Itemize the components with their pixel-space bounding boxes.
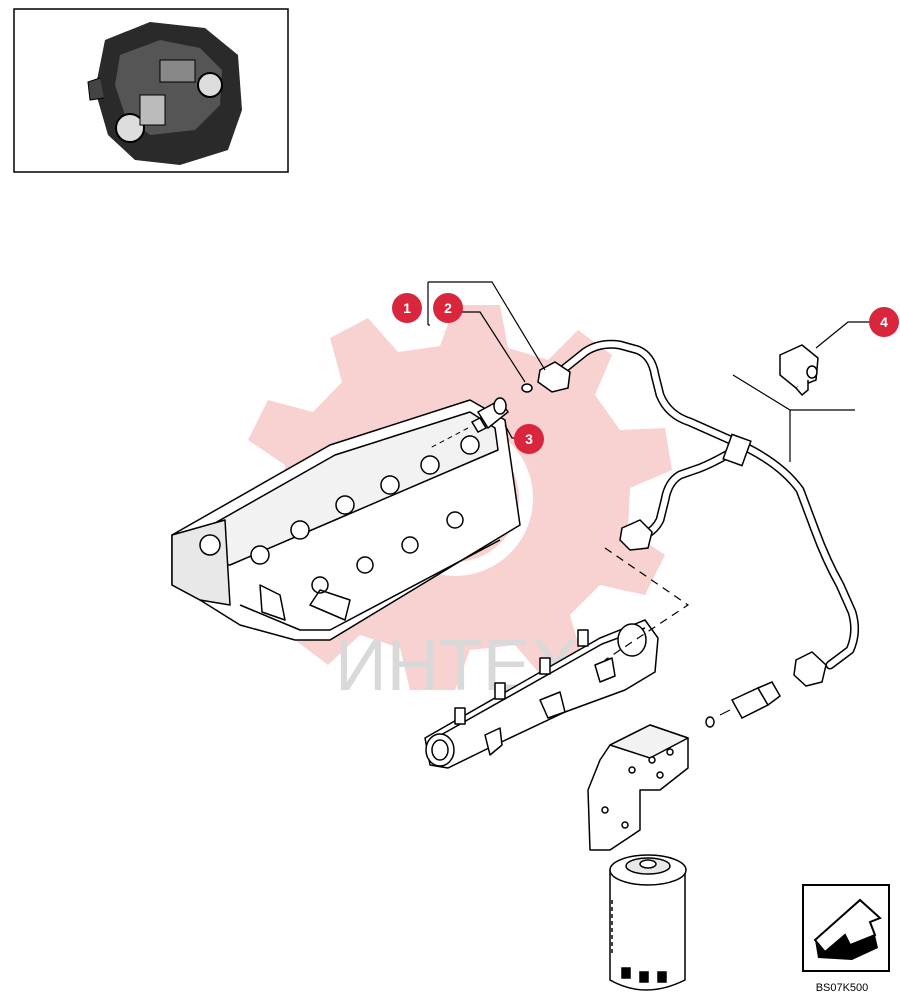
drawing-code: BS07K500 xyxy=(816,982,869,994)
common-rail xyxy=(424,619,659,769)
fuel-filter xyxy=(609,854,687,991)
callout-1[interactable]: 1 xyxy=(392,293,422,323)
adapter-leader xyxy=(429,427,469,449)
callout-2-label: 2 xyxy=(444,300,452,316)
pipe-fittings xyxy=(537,361,827,687)
callout-4[interactable]: 4 xyxy=(869,307,899,337)
connector-part xyxy=(779,344,819,397)
sensor-leader xyxy=(719,709,731,716)
engine-thumbnail xyxy=(13,8,289,173)
filter-bracket xyxy=(587,724,689,851)
callout-3-label: 3 xyxy=(525,431,533,447)
callout-3[interactable]: 3 xyxy=(514,424,544,454)
callout-2[interactable]: 2 xyxy=(433,293,463,323)
cylinder-head xyxy=(171,399,521,641)
assembly-guides xyxy=(604,547,690,661)
adapter-part xyxy=(470,397,510,433)
engine-thumbnail-icon xyxy=(87,22,242,165)
pressure-sensor xyxy=(705,681,781,728)
callout-1-label: 1 xyxy=(403,300,411,316)
bracket-lines xyxy=(732,374,855,462)
callout-4-label: 4 xyxy=(880,314,888,330)
o-ring-part xyxy=(521,383,533,393)
arrow-nav-icon[interactable] xyxy=(802,884,890,972)
